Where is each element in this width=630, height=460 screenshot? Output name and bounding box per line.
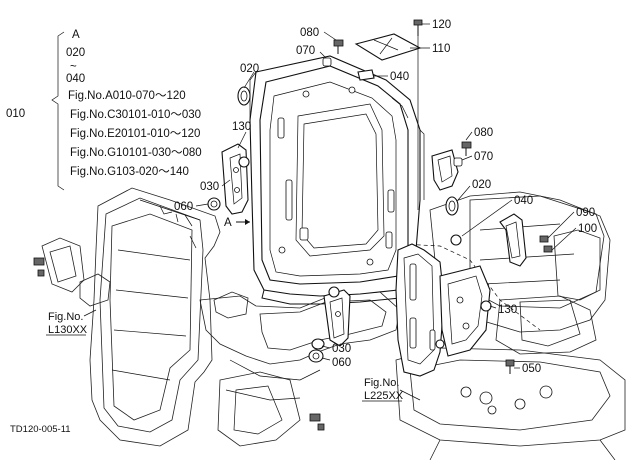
group-line-fig-a010: Fig.No.A010-070～120 <box>68 90 186 102</box>
cover-plate <box>354 33 422 61</box>
seat-mount-panel <box>249 55 425 305</box>
lower-left-bracket <box>323 289 351 347</box>
fig-ref-bottom-number: L225XX <box>364 390 404 402</box>
callout-020-right: 020 <box>472 179 491 191</box>
callout-020-left: 020 <box>240 63 259 75</box>
callout-070-right: 070 <box>474 151 493 163</box>
group-bracket-text: 010 A 020 ~ 040 Fig.No.A010-070～120 Fig.… <box>6 29 202 178</box>
group-line-fig-c30101: Fig.No.C30101-010～030 <box>70 109 201 121</box>
callout-070-top: 070 <box>296 45 315 57</box>
leader-lines <box>51 23 577 401</box>
callout-080-top: 080 <box>300 27 319 39</box>
group-line-fig-g103: Fig.No.G103-020～140 <box>70 166 189 178</box>
group-line-fig-e20101: Fig.No.E20101-010～120 <box>70 128 200 140</box>
callout-120: 120 <box>432 19 451 31</box>
callout-040-top: 040 <box>390 71 409 83</box>
front-plate <box>395 243 445 377</box>
callout-090: 090 <box>576 207 595 219</box>
callout-130-left: 130 <box>232 121 251 133</box>
callout-030-bottom: 030 <box>332 343 351 355</box>
right-bracket <box>499 213 527 267</box>
fig-ref-bottom-title: Fig.No. <box>364 377 399 389</box>
group-line-a: A <box>72 29 80 41</box>
callout-030-left: 030 <box>200 181 219 193</box>
callout-010: 010 <box>6 108 25 120</box>
callout-060-bottom: 060 <box>332 357 351 369</box>
fig-ref-left-number: L130XX <box>48 324 88 336</box>
fig-ref-left-title: Fig.No. <box>48 311 83 323</box>
callout-050: 050 <box>522 363 541 375</box>
callout-040-right: 040 <box>514 195 533 207</box>
group-line-fig-g10101: Fig.No.G10101-030～080 <box>70 147 202 159</box>
callout-110: 110 <box>432 43 450 55</box>
right-upper-bracket <box>431 149 459 191</box>
callout-080-right: 080 <box>474 127 493 139</box>
callout-130-right: 130 <box>498 304 517 316</box>
callout-060-left: 060 <box>174 201 193 213</box>
callout-100: 100 <box>578 223 597 235</box>
callout-a: A <box>224 217 232 229</box>
figure-references: Fig.No. L130XX Fig.No. L225XX <box>46 311 404 402</box>
right-lower-bracket <box>439 265 491 357</box>
group-line-040: 040 <box>66 73 85 85</box>
group-line-tilde: ~ <box>70 61 77 73</box>
callout-labels: 020 080 070 040 120 110 130 030 060 A 08… <box>174 19 597 375</box>
drawing-code: TD120-005-11 <box>10 424 71 435</box>
fasteners <box>33 19 553 431</box>
group-line-020: 020 <box>66 47 85 59</box>
left-bracket <box>221 143 249 215</box>
